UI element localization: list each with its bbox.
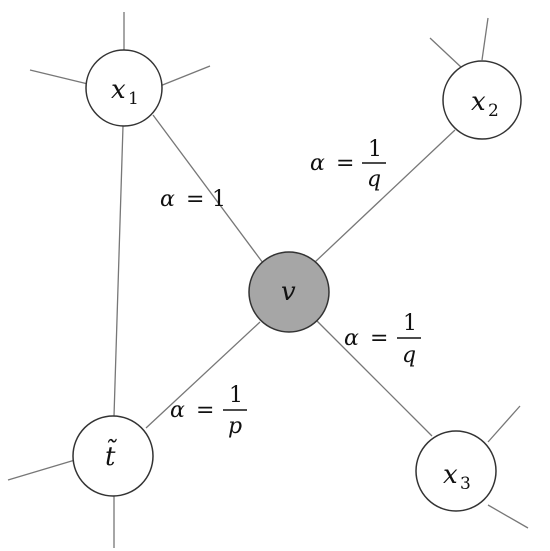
edge-label-v-x1: α = 1 [160,187,226,212]
node-t: t̃ [72,415,154,497]
node-t-label: t̃ [105,438,118,472]
stub-x1-left [29,69,89,85]
main-edges [113,114,456,437]
edge-label-v-x3-numerator: 1 [403,311,417,336]
edge-v-t [145,321,261,429]
edge-v-x3 [315,319,433,437]
edge-label-v-t-eq: = [196,398,214,423]
node-x1-subscript: 1 [128,89,139,109]
node-v: v [248,251,330,333]
edge-label-v-t-numerator: 1 [229,383,243,408]
node-x1-circle [85,49,163,127]
node-v-label: v [281,277,296,307]
stub-x2-top [481,17,489,61]
edge-label-v-x3-denominator: q [402,343,416,368]
stub-t-left [7,459,76,481]
edge-label-v-x2-eq: = [336,151,354,176]
node-x2-label: x [471,87,486,117]
edge-label-v-x1-alpha: α [160,187,175,212]
stub-x3-right [487,405,521,443]
edge-v-x2 [314,129,456,263]
edge-label-v-t-alpha: α [170,398,185,423]
edge-label-v-x2-denominator: q [367,167,381,192]
node-x2-circle [442,60,522,140]
node-x3-circle [415,430,497,512]
edge-label-v-x2-alpha: α [310,151,325,176]
node-v-circle [248,251,330,333]
node-x2: x 2 [442,60,522,140]
stub-x2-topleft [429,37,463,69]
stub-x3-bottom [487,504,529,529]
edge-x1-t [113,125,124,417]
node-x1-label: x [111,75,126,105]
node-x3-label: x [443,460,458,490]
edge-label-v-x1-eq: = [186,187,204,212]
edge-v-x1 [152,114,264,264]
node-t-circle [72,415,154,497]
edge-label-v-x3-eq: = [370,326,388,351]
stub-x1-right [159,65,211,87]
edge-label-v-x3-alpha: α [344,326,359,351]
stub-edges [7,12,529,548]
node-x1: x 1 [85,49,163,127]
edge-label-v-t-denominator: p [228,414,242,439]
edge-label-v-x3: α = 1 q [344,311,421,368]
alpha-symbol: α [160,187,175,212]
edge-label-v-t: α = 1 p [170,383,247,439]
node-x3: x 3 [415,430,497,512]
node-x2-subscript: 2 [488,101,499,121]
edge-label-v-x2: α = 1 q [310,137,386,192]
edge-label-v-x1-value: 1 [212,187,226,212]
edge-label-v-x2-numerator: 1 [368,137,382,162]
node-x3-subscript: 3 [460,474,471,494]
